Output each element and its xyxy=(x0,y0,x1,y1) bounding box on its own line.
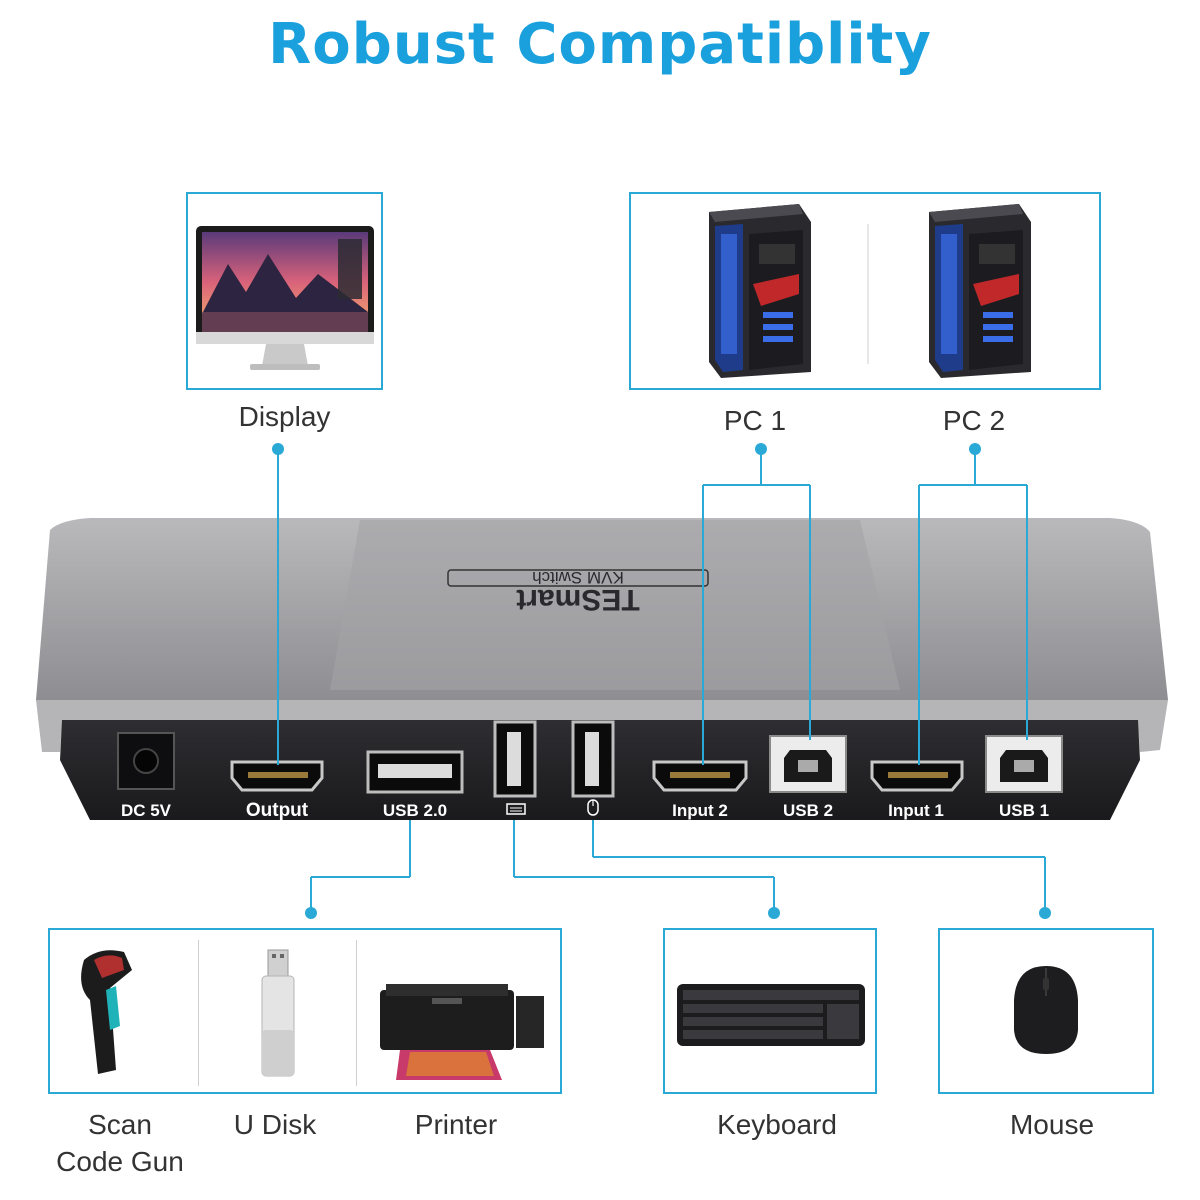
pc2-tower-icon xyxy=(929,204,1031,378)
u-disk-icon xyxy=(261,949,295,1077)
pc1-tower-icon xyxy=(709,204,811,378)
display-label: Display xyxy=(238,401,331,432)
keyboard-label: Keyboard xyxy=(717,1109,837,1140)
input1-hdmi-port xyxy=(870,760,964,792)
output-port-label: Output xyxy=(246,800,309,821)
output-hdmi-port xyxy=(230,760,324,792)
keyboard-usb-port xyxy=(493,720,537,798)
printer-icon xyxy=(380,984,544,1080)
usb2-typeb-port xyxy=(769,735,847,793)
scan-gun-label: Scan Code Gun xyxy=(56,1109,184,1177)
printer-label: Printer xyxy=(414,1109,498,1140)
usb-devices-box xyxy=(48,928,562,1094)
monitor-icon xyxy=(196,226,374,370)
usb2-port-label: USB 2 xyxy=(783,801,833,820)
display-box xyxy=(186,192,383,390)
u-disk-label: U Disk xyxy=(233,1109,317,1140)
connector-lines xyxy=(277,449,1046,913)
input2-port-label: Input 2 xyxy=(672,801,728,820)
usb1-typeb-port xyxy=(985,735,1063,793)
input2-hdmi-port xyxy=(652,760,748,792)
keyboard-icon xyxy=(677,984,865,1046)
connector-dots xyxy=(272,443,1051,919)
mouse-usb-port xyxy=(571,720,615,798)
pc2-label: PC 2 xyxy=(942,405,1006,436)
brand-logo: TESmart xyxy=(516,583,639,616)
mouse-icon xyxy=(1014,966,1078,1054)
usb1-port-label: USB 1 xyxy=(999,801,1049,820)
pc1-label: PC 1 xyxy=(723,405,787,436)
pc-towers xyxy=(709,204,1031,378)
mouse-small-icon xyxy=(587,799,599,816)
dc-port xyxy=(117,732,175,790)
mouse-box xyxy=(938,928,1154,1094)
keyboard-small-icon xyxy=(506,803,526,815)
input1-port-label: Input 1 xyxy=(888,801,944,820)
usb-devices-icons xyxy=(81,949,544,1080)
usb20-port xyxy=(366,750,464,794)
page-title: Robust Compatiblity xyxy=(268,12,932,77)
pc-box xyxy=(629,192,1101,390)
mouse-label: Mouse xyxy=(1009,1109,1095,1140)
keyboard-box xyxy=(663,928,877,1094)
scan-gun-icon xyxy=(81,950,132,1074)
model-logo: KVM Switch xyxy=(532,568,624,587)
usb20-port-label: USB 2.0 xyxy=(383,801,447,820)
dc-port-label: DC 5V xyxy=(121,801,172,820)
